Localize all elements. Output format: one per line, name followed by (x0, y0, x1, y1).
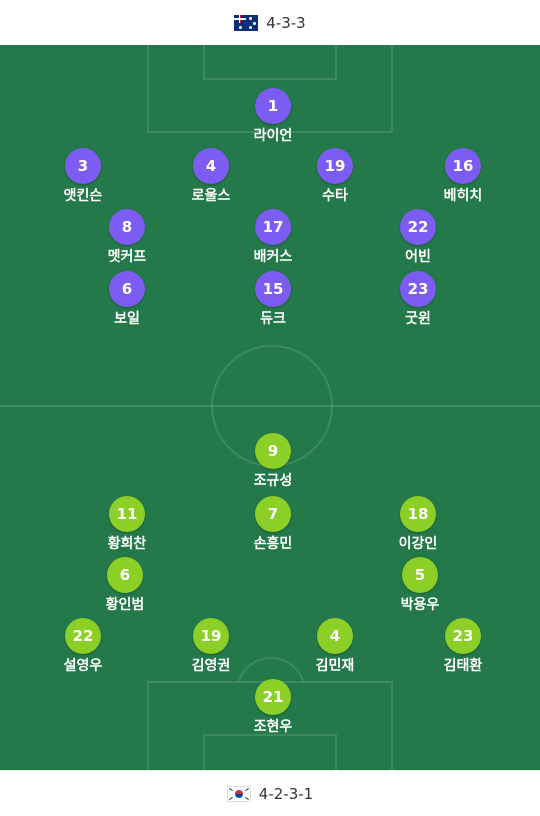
player-name: 라이언 (253, 128, 293, 144)
player-korea-defender[interactable]: 4 김민재 (290, 618, 380, 675)
player-number-badge: 4 (317, 618, 353, 654)
top-formation: 4-3-3 (266, 13, 306, 32)
player-number-badge: 6 (107, 557, 143, 593)
player-korea-attacking-mid[interactable]: 11 황희찬 (82, 496, 172, 553)
player-korea-gk[interactable]: 21 조현우 (228, 679, 318, 736)
player-number-badge: 3 (65, 148, 101, 184)
player-number-badge: 7 (255, 496, 291, 532)
player-name: 황희찬 (107, 536, 147, 552)
player-korea-defender[interactable]: 22 설영우 (38, 618, 128, 675)
player-australia-forward[interactable]: 6 보일 (82, 271, 172, 328)
player-name: 앳킨슨 (63, 188, 103, 204)
pitch: 1 라이언 3 앳킨슨 4 로울스 19 수타 16 베히치 8 멧커프 17 … (0, 45, 540, 770)
player-name: 설영우 (63, 658, 103, 674)
player-australia-defender[interactable]: 3 앳킨슨 (38, 148, 128, 205)
player-australia-midfielder[interactable]: 22 어빈 (373, 209, 463, 266)
player-australia-forward[interactable]: 23 굿윈 (373, 271, 463, 328)
player-number-badge: 4 (193, 148, 229, 184)
player-australia-defender[interactable]: 4 로울스 (166, 148, 256, 205)
player-korea-defender[interactable]: 23 김태환 (418, 618, 508, 675)
player-number-badge: 6 (109, 271, 145, 307)
player-australia-midfielder[interactable]: 17 배커스 (228, 209, 318, 266)
player-number-badge: 22 (65, 618, 101, 654)
player-number-badge: 19 (317, 148, 353, 184)
top-team-header: 4-3-3 (0, 0, 540, 45)
player-name: 박용우 (400, 597, 440, 613)
player-name: 이강인 (398, 536, 438, 552)
player-name: 조현우 (253, 719, 293, 735)
player-australia-midfielder[interactable]: 8 멧커프 (82, 209, 172, 266)
player-name: 로울스 (191, 188, 231, 204)
bottom-formation: 4-2-3-1 (258, 784, 314, 803)
player-number-badge: 15 (255, 271, 291, 307)
player-number-badge: 1 (255, 88, 291, 124)
player-australia-defender[interactable]: 16 베히치 (418, 148, 508, 205)
player-name: 굿윈 (405, 311, 431, 327)
player-name: 김영권 (191, 658, 231, 674)
top-penalty-box (147, 45, 393, 133)
player-australia-defender[interactable]: 19 수타 (290, 148, 380, 205)
player-korea-defensive-mid[interactable]: 6 황인범 (80, 557, 170, 614)
player-number-badge: 18 (400, 496, 436, 532)
player-korea-striker[interactable]: 9 조규성 (228, 433, 318, 490)
player-korea-defender[interactable]: 19 김영권 (166, 618, 256, 675)
player-number-badge: 21 (255, 679, 291, 715)
bottom-goal-box (203, 734, 337, 770)
player-name: 손흥민 (253, 536, 293, 552)
player-number-badge: 17 (255, 209, 291, 245)
player-name: 수타 (322, 188, 348, 204)
player-korea-attacking-mid[interactable]: 7 손흥민 (228, 496, 318, 553)
player-number-badge: 23 (445, 618, 481, 654)
player-number-badge: 22 (400, 209, 436, 245)
player-name: 베히치 (443, 188, 483, 204)
player-number-badge: 16 (445, 148, 481, 184)
player-name: 김민재 (315, 658, 355, 674)
australia-flag-icon (234, 14, 259, 31)
player-number-badge: 23 (400, 271, 436, 307)
player-name: 보일 (114, 311, 140, 327)
player-name: 배커스 (253, 249, 293, 265)
south-korea-flag-icon (226, 785, 251, 802)
player-number-badge: 5 (402, 557, 438, 593)
player-korea-defensive-mid[interactable]: 5 박용우 (375, 557, 465, 614)
player-australia-forward[interactable]: 15 듀크 (228, 271, 318, 328)
player-australia-gk[interactable]: 1 라이언 (228, 88, 318, 145)
bottom-team-header: 4-2-3-1 (0, 770, 540, 816)
player-korea-attacking-mid[interactable]: 18 이강인 (373, 496, 463, 553)
player-number-badge: 11 (109, 496, 145, 532)
top-goal-box (203, 45, 337, 80)
player-number-badge: 9 (255, 433, 291, 469)
player-number-badge: 8 (109, 209, 145, 245)
player-name: 김태환 (443, 658, 483, 674)
player-name: 멧커프 (107, 249, 147, 265)
player-name: 조규성 (253, 473, 293, 489)
player-name: 듀크 (260, 311, 286, 327)
player-name: 황인범 (105, 597, 145, 613)
player-name: 어빈 (405, 249, 431, 265)
player-number-badge: 19 (193, 618, 229, 654)
